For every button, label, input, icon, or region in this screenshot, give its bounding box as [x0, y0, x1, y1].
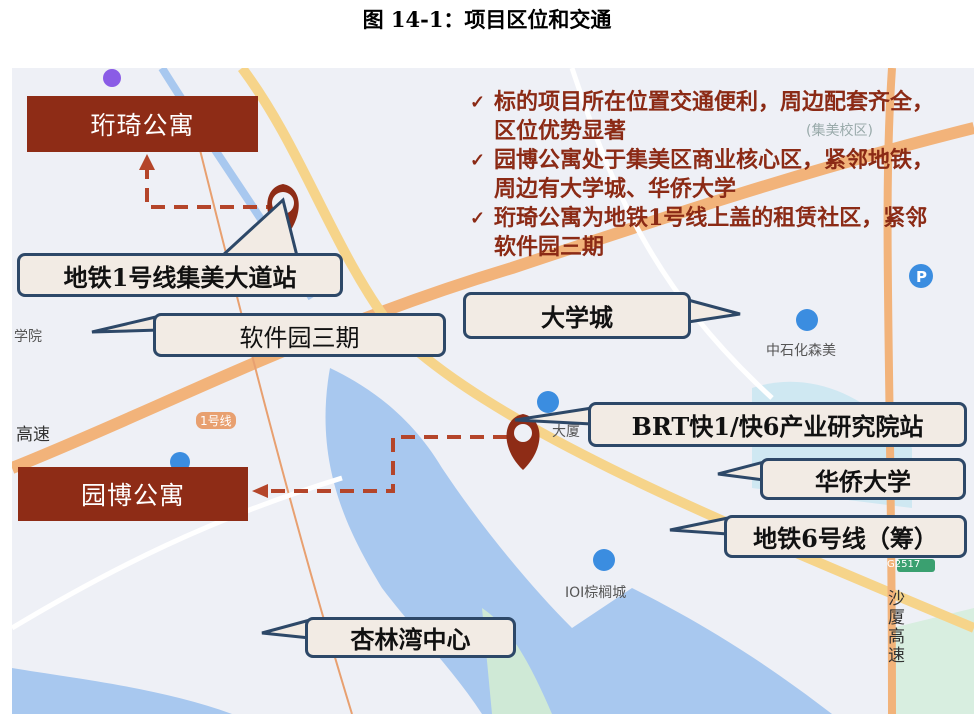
map-label-college: 学院: [14, 329, 42, 345]
callout-tail-line6: [669, 516, 729, 536]
note-item: ✓珩琦公寓为地铁1号线上盖的租赁社区，紧邻软件园三期: [470, 205, 928, 260]
green-area: [892, 608, 974, 714]
callout-university-town: 大学城: [463, 292, 691, 339]
svg-text:P: P: [916, 268, 927, 286]
dashed-arrow-2: [267, 435, 507, 493]
location-pin-2: [506, 414, 540, 470]
check-icon: ✓: [470, 150, 486, 171]
callout-xinglin-bay: 杏林湾中心: [305, 617, 516, 658]
callout-tail-metro: [220, 197, 299, 258]
callout-tail-university: [687, 298, 741, 324]
callout-software-park: 软件园三期: [153, 313, 446, 357]
property-label-hengqi: 珩琦公寓: [27, 96, 258, 152]
figure-title: 图 14-1：项目区位和交通: [362, 7, 612, 32]
map-label-jimei-campus: (集美校区): [806, 123, 873, 139]
map-label-shaxia: 沙厦高速: [888, 589, 905, 666]
expressway-road: [12, 122, 974, 474]
callout-tail-brt: [514, 406, 593, 426]
map-label-highway-code: G2517: [887, 559, 921, 570]
callout-huaqiao-university: 华侨大学: [760, 458, 966, 500]
lake-bottom-left: [12, 668, 232, 714]
gas-station-icon: [796, 309, 818, 331]
arrow-head-2: [252, 484, 268, 498]
check-icon: ✓: [470, 208, 486, 229]
map-label-expressway: 高速: [16, 425, 50, 445]
callout-tail-xinglin: [261, 618, 311, 640]
arrow-head-1: [139, 154, 155, 170]
notes-list: ✓标的项目所在位置交通便利，周边配套齐全，区位优势显著 ✓园博公寓处于集美区商业…: [470, 88, 940, 262]
poi-icon-top: [103, 69, 121, 87]
callout-metro-station: 地铁1号线集美大道站: [17, 253, 343, 297]
callout-tail-huaqiao: [717, 460, 765, 482]
parking-icon: [909, 264, 933, 288]
callout-brt-station: BRT快1/快6产业研究院站: [588, 402, 967, 447]
callout-tail-software: [91, 314, 161, 334]
note-item: ✓标的项目所在位置交通便利，周边配套齐全，区位优势显著: [470, 89, 935, 144]
highway-shield: [897, 559, 935, 572]
note-item: ✓园博公寓处于集美区商业核心区，紧邻地铁，周边有大学城、华侨大学: [470, 147, 935, 202]
mall-icon: [593, 549, 615, 571]
map-label-line1: 1号线: [196, 412, 236, 429]
building-icon: [537, 391, 559, 413]
check-icon: ✓: [470, 92, 486, 113]
map-label-ioi: IOI棕榈城: [565, 585, 627, 601]
callout-metro-line-6: 地铁6号线（筹）: [724, 515, 967, 558]
shaxia-highway: [883, 68, 896, 714]
property-label-yuanbo: 园博公寓: [18, 467, 248, 521]
map-label-building: 大厦: [552, 424, 580, 440]
map-label-gas-station: 中石化森美: [766, 343, 836, 359]
